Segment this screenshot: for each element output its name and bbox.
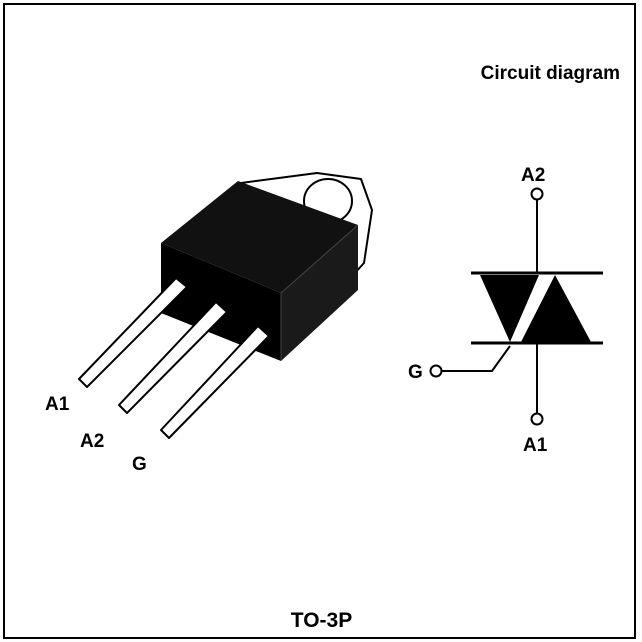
gate-lead (441, 345, 511, 372)
symbol-label-g: G (408, 362, 423, 383)
to3p-package-illustration: A1 A2 G (45, 172, 373, 475)
lead-a1 (78, 277, 188, 388)
pin-label-a1: A1 (45, 394, 70, 415)
lead-a2 (118, 301, 228, 414)
figure-frame: A1 A2 G A2 G A1 Circuit diag (3, 3, 636, 639)
triac-figure: A1 A2 G A2 G A1 (45, 165, 603, 475)
terminal-a1-circle (530, 412, 544, 426)
package-name-caption: TO-3P (290, 609, 353, 632)
symbol-label-a1: A1 (523, 435, 548, 456)
circuit-diagram-heading: Circuit diagram (480, 63, 620, 84)
terminal-a2-circle (530, 187, 544, 201)
triac-symbol: A2 G A1 (408, 165, 603, 456)
triac-triangle-right (521, 275, 591, 342)
triac-triangle-left (480, 275, 539, 342)
pin-label-g: G (132, 454, 147, 475)
terminal-g-circle (429, 364, 443, 378)
package-body-front (161, 243, 281, 361)
pin-label-a2: A2 (80, 431, 104, 452)
symbol-label-a2: A2 (521, 165, 545, 186)
package-body-top (161, 181, 358, 293)
lead-g (160, 325, 270, 439)
package-body-side (281, 225, 358, 361)
